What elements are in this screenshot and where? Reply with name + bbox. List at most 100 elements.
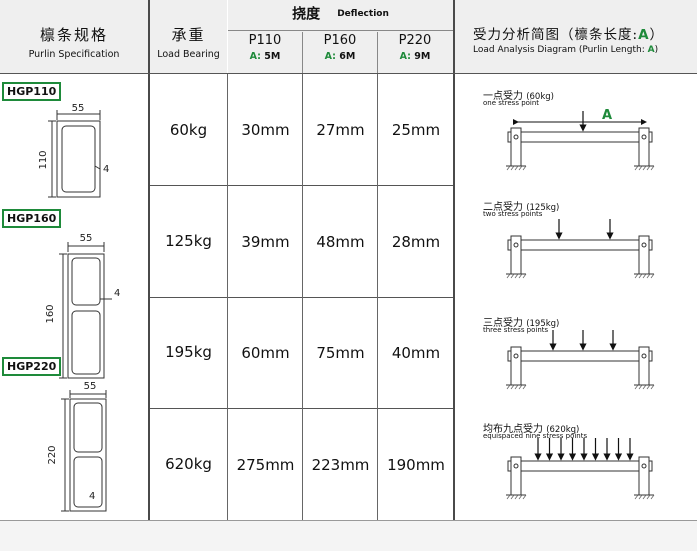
diagram-caption-1-en: one stress point <box>483 99 540 107</box>
column-divider <box>377 74 378 520</box>
ground-hatch <box>510 384 515 390</box>
deflection-cell-p110: 275mm <box>236 456 295 474</box>
ground-hatch <box>642 384 647 390</box>
ground-hatch <box>514 165 519 171</box>
purlin-beam <box>507 239 653 251</box>
profile-label-hgp160: HGP160 <box>2 209 62 228</box>
support-post <box>638 127 650 167</box>
diagram-caption-4-en: equispaced nine stress points <box>483 432 588 440</box>
ground-hatch <box>518 273 523 279</box>
ground-hatch <box>514 384 519 390</box>
deflection-cell-p160: 223mm <box>311 456 370 474</box>
deflection-cell-p160: 75mm <box>316 344 365 362</box>
svg-text:4: 4 <box>89 491 95 502</box>
ground-hatch <box>638 165 643 171</box>
ground-hatch <box>650 494 655 500</box>
column-divider <box>227 74 228 520</box>
profile-height-label: 110 <box>38 150 49 169</box>
column-length: A: 6M <box>324 51 356 62</box>
column-header-p160: P160 A: 6M <box>303 33 377 62</box>
purlin-beam <box>507 131 653 143</box>
ground-hatch <box>510 165 515 171</box>
ground-hatch <box>506 165 511 171</box>
header-diagram: 受力分析简图（檩条长度:A） Load Analysis Diagram (Pu… <box>455 0 697 73</box>
ground-hatch <box>638 494 643 500</box>
column-name: P110 <box>248 33 282 48</box>
deflection-cell-p220: 25mm <box>391 121 441 139</box>
deflection-title-en: Deflection <box>337 8 389 19</box>
ground-hatch <box>642 494 647 500</box>
diagram-caption-3: 三点受力 (195kg) <box>483 318 560 329</box>
ground-hatch <box>650 273 655 279</box>
ground-hatch <box>646 273 651 279</box>
header-spec: 檩条规格 Purlin Specification <box>0 0 148 73</box>
support-bolt <box>513 463 519 469</box>
header-load: 承重 Load Bearing <box>150 0 227 73</box>
ground-hatch <box>506 384 511 390</box>
ground-hatch <box>642 273 647 279</box>
svg-text:4: 4 <box>114 288 120 299</box>
ground-hatch <box>506 273 511 279</box>
deflection-cell-p220: 190mm <box>387 456 445 474</box>
diagram-title-cn: 受力分析简图（檩条长度:A） <box>473 27 665 43</box>
diagram-caption-2: 二点受力 (125kg) <box>483 202 560 213</box>
profile-hgp160-drawing <box>59 242 112 379</box>
column-name: P160 <box>323 33 357 48</box>
support-bolt <box>641 463 647 469</box>
table-border <box>453 0 455 520</box>
ground-hatch <box>642 165 647 171</box>
diagram-caption-4: 均布九点受力 (620kg) <box>483 424 580 435</box>
profile-label-hgp220: HGP220 <box>2 357 62 376</box>
support-post <box>638 235 650 275</box>
ground-hatch <box>646 384 651 390</box>
ground-hatch <box>510 273 515 279</box>
column-length: A: 9M <box>399 51 431 62</box>
deflection-cell-p160: 48mm <box>316 233 365 251</box>
profile-width-label: 55 <box>72 103 85 114</box>
ground-hatch <box>518 165 523 171</box>
svg-text:160: 160 <box>45 304 56 323</box>
span-label: A <box>602 108 612 123</box>
column-header-p220: P220 A: 9M <box>378 33 452 62</box>
ground-hatch <box>646 494 651 500</box>
column-divider <box>302 74 303 520</box>
support-post <box>638 456 650 496</box>
support-post <box>510 235 522 275</box>
deflection-cell-p110: 30mm <box>241 121 290 139</box>
support-bolt <box>513 242 519 248</box>
diagram-caption-3-en: three stress points <box>483 326 549 334</box>
svg-text:55: 55 <box>84 381 97 392</box>
spec-title-cn: 檩条规格 <box>39 26 108 44</box>
deflection-title: 挠度 Deflection <box>228 3 453 31</box>
load-cell: 125kg <box>165 232 212 250</box>
deflection-cell-p220: 28mm <box>391 233 441 251</box>
svg-text:55: 55 <box>80 233 93 244</box>
support-bolt <box>641 134 647 140</box>
ground-hatch <box>518 384 523 390</box>
purlin-beam <box>507 460 653 472</box>
column-divider <box>302 32 303 73</box>
ground-hatch <box>650 384 655 390</box>
support-post <box>510 456 522 496</box>
ground-hatch <box>506 494 511 500</box>
profile-hgp110-drawing <box>48 110 101 198</box>
header-divider <box>0 73 697 74</box>
ground-hatch <box>650 165 655 171</box>
column-divider <box>377 32 378 73</box>
ground-hatch <box>634 494 639 500</box>
support-bolt <box>513 134 519 140</box>
profile-label-hgp110: HGP110 <box>2 82 62 101</box>
profile-hgp220-drawing <box>61 390 107 512</box>
diagram-column <box>455 74 697 520</box>
support-post <box>638 346 650 386</box>
ground-hatch <box>522 494 527 500</box>
column-header-p110: P110 A: 5M <box>228 33 302 62</box>
ground-hatch <box>518 494 523 500</box>
load-cell: 60kg <box>169 121 208 139</box>
column-length: A: 5M <box>249 51 281 62</box>
support-bolt <box>641 242 647 248</box>
profile-thickness-label: 4 <box>103 164 109 175</box>
header-deflection: 挠度 Deflection P110 A: 5M P160 A: 6M P220… <box>228 0 453 73</box>
deflection-cell-p220: 40mm <box>391 344 441 362</box>
